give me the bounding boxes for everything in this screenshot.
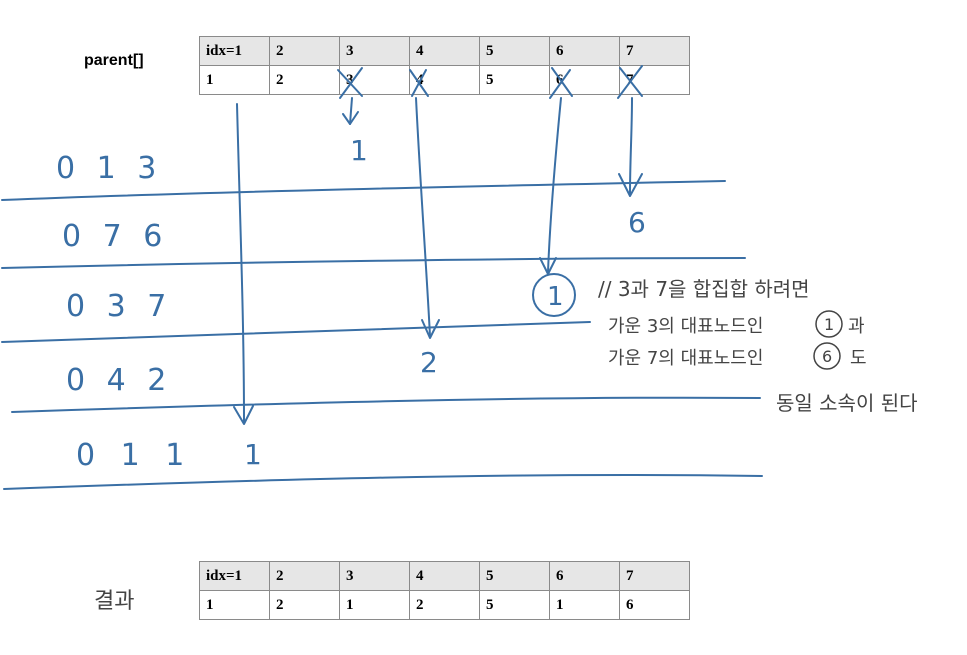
parent-value-cell: 5 (479, 65, 550, 95)
parent-index-row: idx=1 2 3 4 5 6 7 (199, 36, 690, 66)
parent-index-cell: 5 (479, 36, 550, 66)
parent-value-cell: 3 (339, 65, 410, 95)
cross-out-mark (617, 65, 643, 99)
note-circled-value: 1 (824, 315, 834, 334)
cross-out-mark (409, 69, 429, 97)
result-index-cell: 5 (479, 561, 550, 591)
arrow-head (233, 405, 254, 425)
cross-out-mark (337, 67, 363, 99)
parent-index-cell: 7 (619, 36, 690, 66)
root-circle-small (813, 342, 841, 370)
parent-index-cell: 2 (269, 36, 340, 66)
result-index-cell: idx=1 (199, 561, 270, 591)
note-line: // 3과 7을 합집합 하려면 (598, 277, 810, 301)
root-circle (532, 273, 576, 317)
new-parent-value: 2 (420, 346, 438, 379)
arrow-line (547, 97, 562, 273)
result-value-cell: 6 (619, 590, 690, 620)
arrow-line (629, 97, 633, 195)
operation-label: 0 3 7 (66, 289, 172, 324)
result-value-cell: 2 (409, 590, 480, 620)
cross-out-mark (549, 67, 573, 99)
operation-label: 0 1 1 (76, 438, 192, 473)
result-index-cell: 3 (339, 561, 410, 591)
parent-array-table: idx=1 2 3 4 5 6 7 1 2 3 4 5 6 7 (199, 36, 690, 95)
result-index-cell: 4 (409, 561, 480, 591)
new-parent-value: 1 (350, 134, 368, 167)
arrow-line (349, 97, 353, 125)
result-index-cell: 7 (619, 561, 690, 591)
arrow-line (236, 103, 245, 423)
row-divider-line (1, 180, 726, 201)
note-line: 가운 7의 대표노드인 (608, 348, 763, 369)
note-line: 도 (850, 348, 867, 369)
result-index-cell: 2 (269, 561, 340, 591)
arrow-line (415, 97, 431, 337)
result-value-cell: 1 (339, 590, 410, 620)
new-parent-value: 1 (244, 438, 262, 471)
result-label: 결과 (94, 589, 134, 614)
root-circle-small (815, 310, 843, 338)
result-value-cell: 1 (199, 590, 270, 620)
row-divider-line (1, 257, 746, 269)
result-value-cell: 2 (269, 590, 340, 620)
new-parent-value: 6 (628, 206, 646, 239)
result-value-cell: 5 (479, 590, 550, 620)
note-line: 동일 소속이 된다 (776, 391, 918, 415)
result-index-row: idx=1 2 3 4 5 6 7 (199, 561, 690, 591)
row-divider-line (1, 321, 591, 343)
arrow-head (618, 173, 643, 197)
result-array-table: idx=1 2 3 4 5 6 7 1 2 1 2 5 1 6 (199, 561, 690, 620)
parent-value-cell: 2 (269, 65, 340, 95)
note-line: 과 (848, 316, 865, 337)
parent-array-label: parent[] (84, 52, 144, 69)
result-value-row: 1 2 1 2 5 1 6 (199, 590, 690, 620)
parent-index-cell: 4 (409, 36, 480, 66)
row-divider-line (11, 396, 761, 413)
arrow-head (342, 111, 359, 125)
note-line: 가운 3의 대표노드인 (608, 316, 763, 337)
parent-value-cell: 1 (199, 65, 270, 95)
operation-label: 0 4 2 (66, 363, 172, 398)
operation-label: 0 7 6 (62, 219, 168, 254)
operation-label: 0 1 3 (56, 151, 162, 186)
circled-root-value: 1 (547, 282, 564, 312)
row-divider-line (3, 473, 763, 490)
note-circled-value: 6 (822, 347, 832, 366)
arrow-head (421, 319, 440, 339)
